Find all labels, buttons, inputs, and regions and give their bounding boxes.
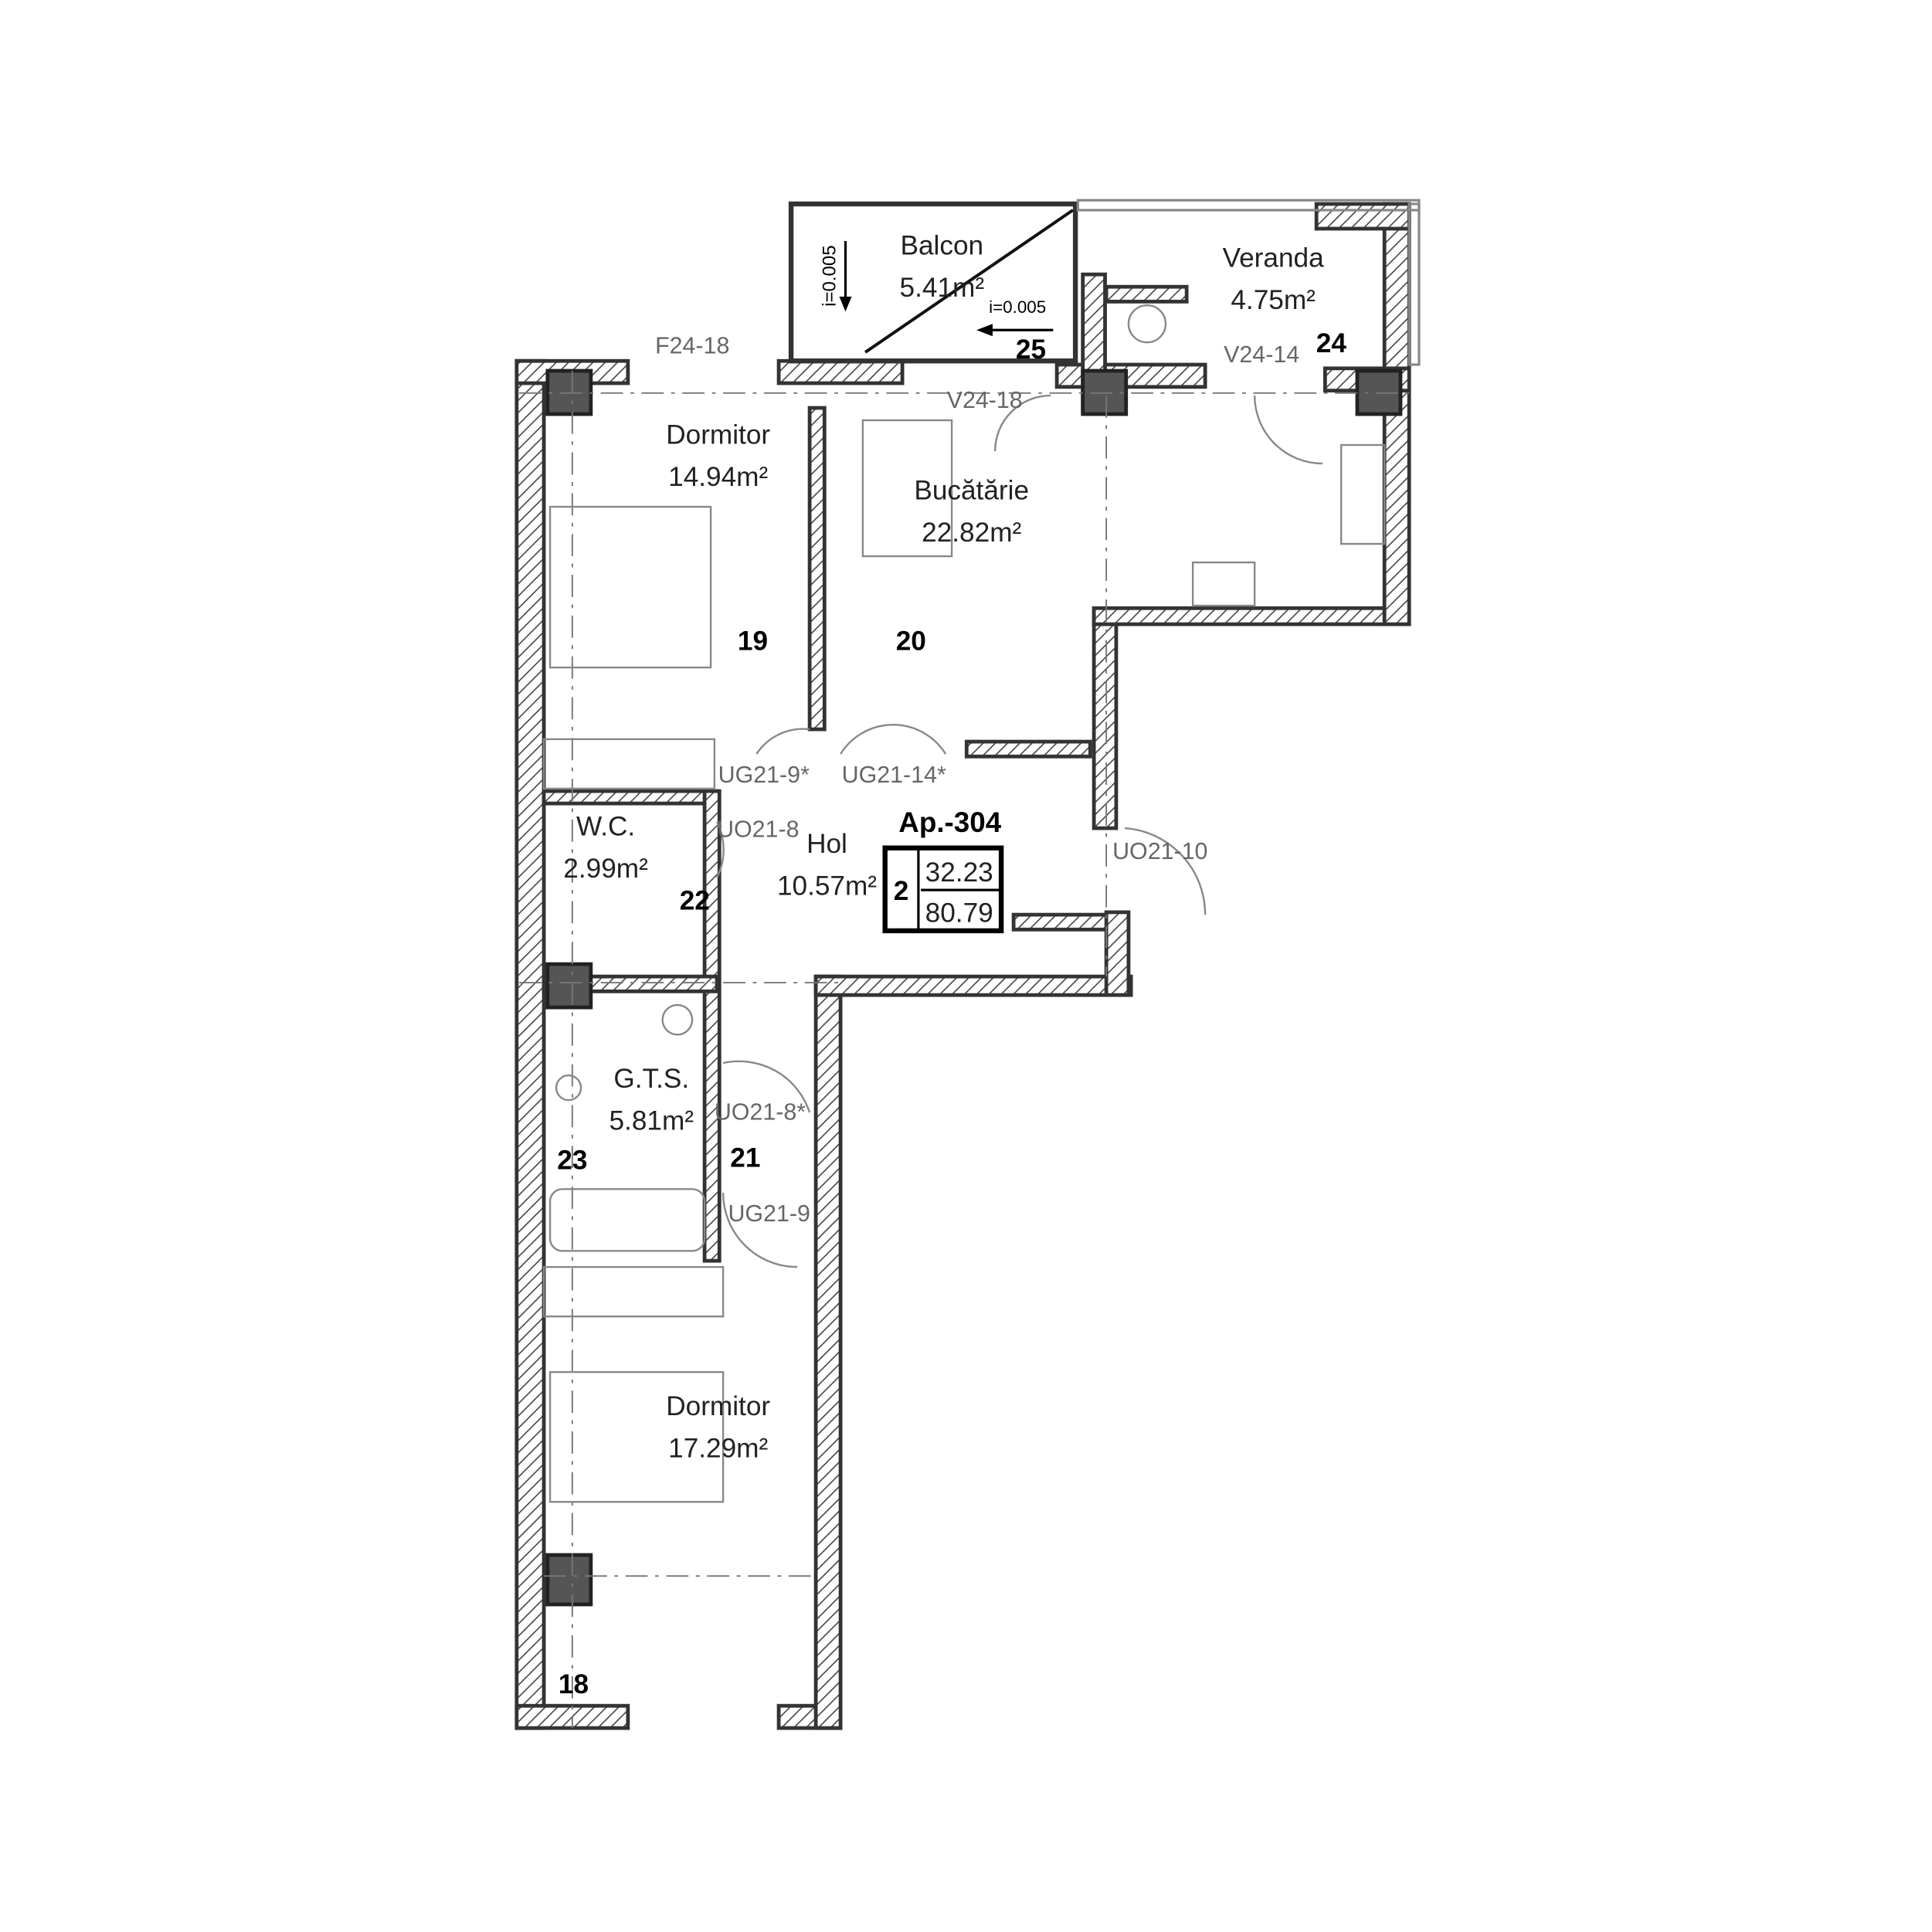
axis-number: 19 [738, 626, 768, 657]
slope-marks: i=0.005 i=0.005 [820, 241, 1054, 337]
axis-number: 21 [730, 1143, 760, 1173]
apartment-tag: Ap.-304 2 32.23 80.79 [882, 806, 1004, 934]
opening-label: UG21-9 [728, 1200, 810, 1227]
opening-label: UO21-8 [717, 816, 799, 842]
room-area-dormitor-1: 14.94m² [668, 462, 768, 492]
room-area-gts: 5.81m² [609, 1106, 694, 1136]
axis-number: 20 [896, 626, 926, 657]
apartment-label: Ap.-304 [898, 806, 1001, 838]
room-area-hol: 10.57m² [777, 871, 877, 901]
opening-label: UO21-8* [715, 1099, 806, 1126]
room-name-dormitor-1: Dormitor [666, 419, 770, 450]
room-name-gts: G.T.S. [613, 1064, 689, 1094]
opening-labels: F24-18 V24-18 V24-14 UG21-9* UG21-14* UO… [655, 333, 1299, 1227]
opening-label: V24-18 [947, 387, 1023, 413]
room-area-bucatarie: 22.82m² [922, 518, 1021, 548]
opening-label: UG21-14* [842, 762, 946, 788]
room-labels: Balcon 5.41m² Veranda 4.75m² Dormitor 14… [563, 231, 1324, 1464]
slope-label-horizontal: i=0.005 [989, 297, 1046, 317]
room-name-veranda: Veranda [1223, 243, 1325, 273]
slope-label-vertical: i=0.005 [820, 245, 840, 306]
opening-label: V24-14 [1224, 341, 1299, 368]
apartment-rooms-count: 2 [894, 876, 909, 906]
room-name-dormitor-2: Dormitor [666, 1391, 770, 1421]
doors-furniture [542, 304, 1386, 1503]
grid-axes [519, 371, 1410, 1728]
room-name-hol: Hol [806, 829, 847, 859]
room-area-wc: 2.99m² [563, 854, 648, 884]
axis-number: 22 [680, 886, 710, 916]
opening-label: UG21-9* [718, 762, 810, 788]
axis-number: 24 [1316, 328, 1347, 358]
room-name-balcon: Balcon [901, 231, 984, 261]
opening-label: UO21-10 [1112, 838, 1207, 864]
room-name-bucatarie: Bucătărie [914, 475, 1029, 505]
walls [514, 199, 1421, 1730]
axis-number: 18 [559, 1669, 589, 1699]
axis-numbers: 18 19 20 21 22 23 24 25 [557, 328, 1346, 1699]
room-name-wc: W.C. [576, 812, 635, 842]
axis-number: 25 [1016, 334, 1046, 365]
axis-number: 23 [557, 1146, 587, 1176]
apartment-total-area: 80.79 [925, 898, 993, 929]
opening-label: F24-18 [655, 333, 729, 359]
room-area-veranda: 4.75m² [1231, 285, 1316, 315]
room-area-dormitor-2: 17.29m² [668, 1434, 768, 1464]
room-area-balcon: 5.41m² [900, 273, 985, 303]
apartment-living-area: 32.23 [925, 857, 993, 888]
